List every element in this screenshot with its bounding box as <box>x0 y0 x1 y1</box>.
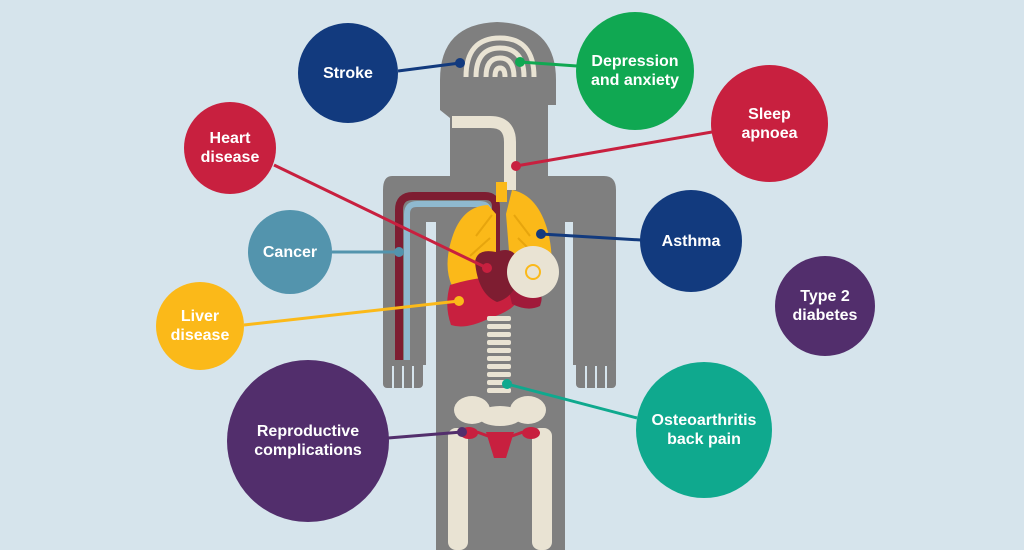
pancreas-disc <box>507 246 559 298</box>
pancreas-ring <box>525 264 541 280</box>
condition-label: Depression <box>591 53 679 70</box>
condition-label: Asthma <box>661 232 721 250</box>
spine <box>487 316 511 393</box>
connector-dot-depression <box>515 57 525 67</box>
connector-stroke <box>397 61 461 73</box>
connector-depression <box>519 60 578 68</box>
connector-dot-stroke <box>455 58 465 68</box>
condition-bubble-osteoarthritis: Osteoarthritis back pain <box>636 362 772 498</box>
condition-bubble-asthma: Asthma <box>640 190 742 292</box>
airway <box>452 116 516 190</box>
connector-heart-disease <box>273 163 488 270</box>
condition-bubble-type2-diabetes: Type 2 diabetes <box>775 256 875 356</box>
condition-bubble-heart-disease: Heart disease <box>184 102 276 194</box>
condition-bubble-stroke: Stroke <box>298 23 398 123</box>
condition-label: Type 2 <box>800 288 850 305</box>
condition-label: back pain <box>667 431 741 448</box>
artery <box>395 192 500 360</box>
connector-dot-reproductive <box>457 427 467 437</box>
condition-bubble-reproductive: Reproductive complications <box>227 360 389 522</box>
connector-liver-disease <box>243 299 460 327</box>
connector-sleep-apnoea <box>515 130 713 168</box>
connector-dot-asthma <box>536 229 546 239</box>
condition-label: Sleep <box>748 105 791 123</box>
condition-label: Reproductive <box>256 423 360 440</box>
connector-lines <box>243 57 713 440</box>
connector-dot-heart-disease <box>482 263 492 273</box>
condition-label: complications <box>254 442 362 459</box>
condition-label: apnoea <box>741 124 798 142</box>
condition-label: Liver <box>180 308 220 325</box>
head-shape <box>440 22 556 178</box>
condition-label: Heart <box>209 130 251 147</box>
connector-osteoarthritis <box>506 382 638 420</box>
connector-dot-osteoarthritis <box>502 379 512 389</box>
condition-label: Osteoarthritis <box>651 412 757 429</box>
pelvis <box>448 396 552 550</box>
condition-label: and anxiety <box>590 72 680 89</box>
condition-bubble-depression: Depression and anxiety <box>576 12 694 130</box>
connector-dot-sleep-apnoea <box>511 161 521 171</box>
connector-asthma <box>540 232 642 242</box>
condition-label: disease <box>200 149 260 166</box>
trachea <box>496 182 507 202</box>
condition-bubble-cancer: Cancer <box>248 210 332 294</box>
condition-bubble-liver-disease: Liver disease <box>156 282 244 370</box>
condition-label: diabetes <box>792 307 858 324</box>
condition-label: Stroke <box>323 64 373 82</box>
connector-reproductive <box>387 430 463 440</box>
condition-label: Cancer <box>262 243 318 261</box>
condition-label: disease <box>170 327 230 344</box>
connector-dot-cancer <box>394 247 404 257</box>
connector-dot-liver-disease <box>454 296 464 306</box>
finger-gaps <box>392 366 607 388</box>
